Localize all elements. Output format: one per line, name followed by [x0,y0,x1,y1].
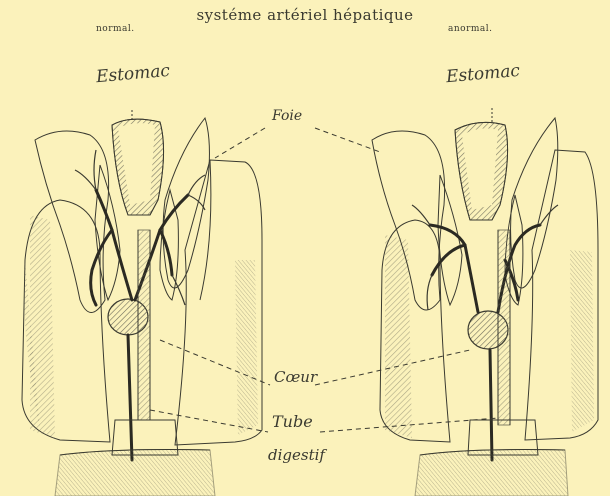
digestive-tube-left [138,230,150,420]
label-coeur: Cœur [274,368,317,386]
label-digestif: digestif [268,446,325,464]
ab-liver-right-lobe [511,118,558,288]
normal-diagram [22,108,262,496]
label-tube: Tube [272,412,313,431]
digestive-tube-right [498,230,510,425]
label-foie: Foie [272,108,302,124]
abnormal-diagram [372,108,598,496]
